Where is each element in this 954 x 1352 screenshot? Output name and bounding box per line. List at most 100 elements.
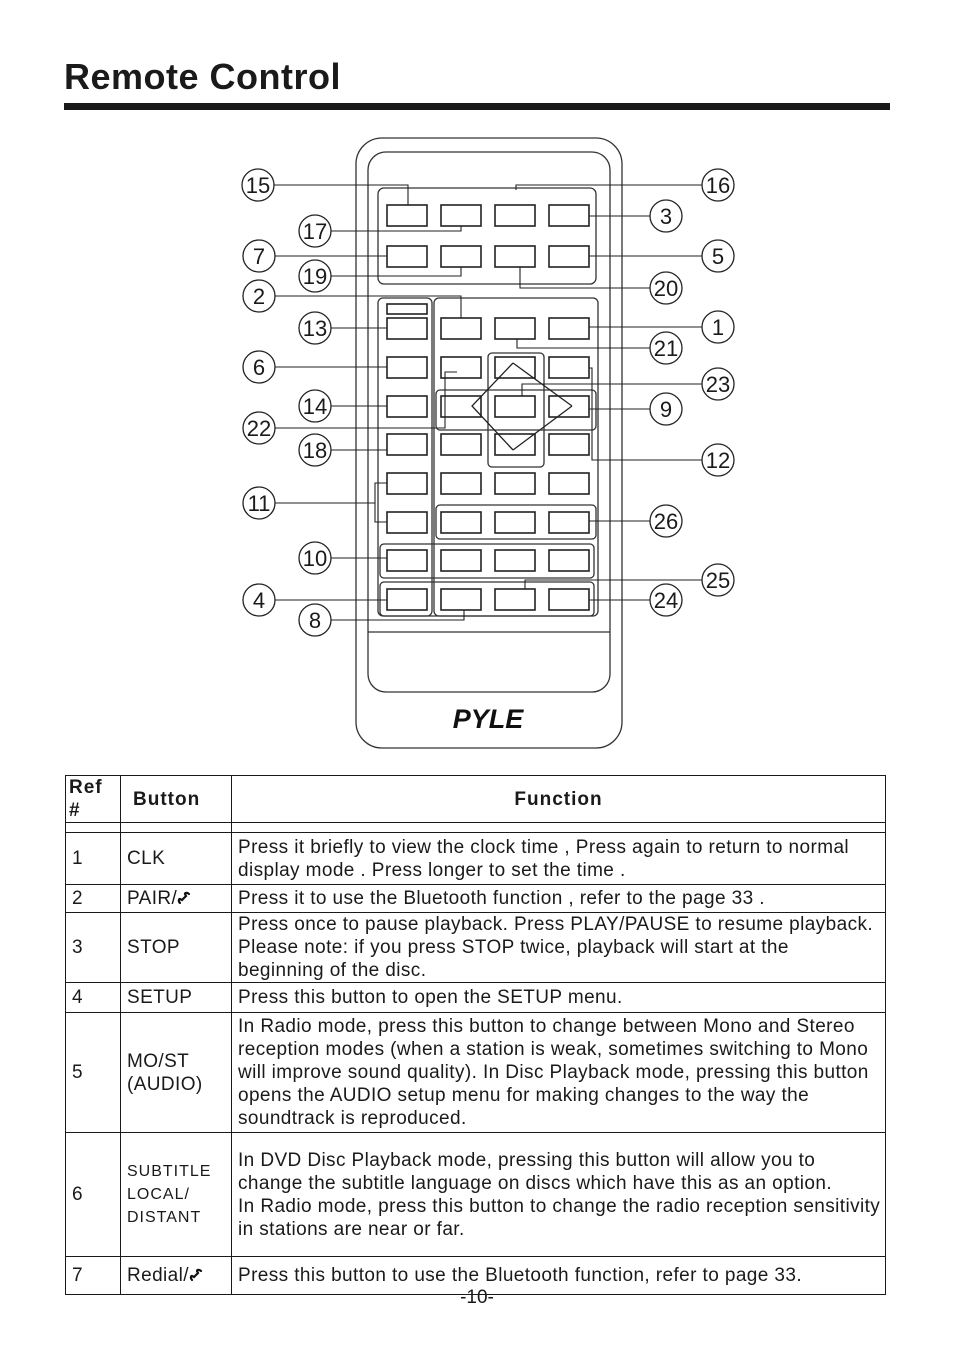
callout-label: 5 [712,244,724,269]
page-title: Remote Control [64,56,341,97]
cell-ref: 3 [65,912,121,983]
callout-label: 24 [654,588,678,613]
callout-17 [298,214,332,248]
cell-button-redial: Redial/ [120,1256,232,1295]
callout-13 [298,311,332,345]
cell-ref: 4 [65,982,121,1013]
callout-7 [242,239,276,273]
remote-control-diagram: 15 17 7 19 2 13 6 14 22 18 11 10 4 8 16 … [241,137,735,749]
callout-18 [298,433,332,467]
callout-4 [242,583,276,617]
callout-14 [298,389,332,423]
table-spacer-row [65,822,886,833]
callout-label: 19 [303,264,327,289]
cell-function: Press it to use the Bluetooth function ,… [231,884,886,913]
remote-body [355,137,623,749]
callout-12 [701,443,735,477]
callouts [241,168,735,637]
cell-ref: 2 [65,884,121,913]
callout-label: 2 [253,284,265,309]
cell-button: MO/ST (AUDIO) [120,1012,232,1133]
callout-25 [701,563,735,597]
table-row: 6 SUBTITLE LOCAL/ DISTANT In DVD Disc Pl… [65,1132,886,1257]
callout-label: 18 [303,438,327,463]
callout-10 [298,541,332,575]
callout-label: 9 [660,397,672,422]
callout-label: 21 [654,336,678,361]
callout-label: 1 [712,315,724,340]
callout-label: 25 [706,568,730,593]
callout-2 [242,279,276,313]
page-number: -10- [460,1287,494,1308]
callout-label: 26 [654,509,678,534]
callout-5 [701,239,735,273]
callout-label: 20 [654,276,678,301]
table-row: 3 STOP Press once to pause playback. Pre… [65,912,886,983]
brand-logo: PYLE [453,704,525,734]
cell-button: PAIR/ [127,888,178,909]
cell-button: Redial/ [127,1265,189,1286]
callout-label: 15 [246,173,270,198]
cell-function: In DVD Disc Playback mode, pressing this… [238,1149,833,1194]
cell-button: CLK [120,832,232,885]
callout-label: 23 [706,372,730,397]
cell-ref: 7 [65,1256,121,1295]
title-rule [64,103,890,110]
callout-label: 3 [660,204,672,229]
callout-label: 8 [309,608,321,633]
cell-button-pair: PAIR/ [120,884,232,913]
callout-16 [701,168,735,202]
cell-button: SETUP [120,982,232,1013]
callout-label: 6 [253,355,265,380]
cell-function: Press it briefly to view the clock time … [231,832,886,885]
callout-3 [649,199,683,233]
callout-label: 11 [248,491,271,516]
table-header-row: Ref # Button Function [65,775,886,823]
header-button: Button [120,775,232,823]
callout-label: 12 [706,448,730,473]
callout-19 [298,259,332,293]
table-row: 1 CLK Press it briefly to view the clock… [65,832,886,885]
callout-21 [649,331,683,365]
callout-23 [701,367,735,401]
callout-label: 16 [706,173,730,198]
callout-label: 7 [253,244,265,269]
callout-label: 14 [303,394,327,419]
cell-function: Press once to pause playback. Press PLAY… [231,912,886,983]
cell-ref: 5 [65,1012,121,1133]
cell-function: Press this button to use the Bluetooth f… [231,1256,886,1295]
callout-label: 10 [303,546,327,571]
cell-ref: 6 [65,1132,121,1257]
callout-15 [241,168,275,202]
callout-20 [649,271,683,305]
table-row: 4 SETUP Press this button to open the SE… [65,982,886,1013]
callout-label: 13 [303,316,327,341]
callout-label: 17 [303,219,327,244]
header-ref: Ref # [65,775,121,823]
cell-function-group: In DVD Disc Playback mode, pressing this… [231,1132,886,1257]
header-function: Function [231,775,886,823]
cell-function: Press this button to open the SETUP menu… [231,982,886,1013]
callout-24 [649,583,683,617]
callout-label: 4 [253,588,265,613]
cell-button: STOP [120,912,232,983]
callout-label: 22 [247,416,271,441]
cell-button: SUBTITLE LOCAL/ DISTANT [120,1132,232,1257]
cell-ref: 1 [65,832,121,885]
table-row: 5 MO/ST (AUDIO) In Radio mode, press thi… [65,1012,886,1133]
callout-11 [242,486,276,520]
button-reference-table: Ref # Button Function 1 CLK Press it bri… [65,775,886,1295]
remote-face [367,151,611,693]
callout-9 [649,392,683,426]
callout-6 [242,350,276,384]
table-row: 7 Redial/ Press this button to use the B… [65,1256,886,1295]
callout-22 [242,411,276,445]
table-row: 2 PAIR/ Press it to use the Bluetooth fu… [65,884,886,913]
cell-function: In Radio mode, press this button to chan… [231,1012,886,1133]
phone-icon [189,1268,203,1282]
callout-8 [298,603,332,637]
callout-26 [649,504,683,538]
cell-function-radio: In Radio mode, press this button to chan… [238,1195,881,1240]
phone-icon [177,891,191,905]
callout-1 [701,310,735,344]
